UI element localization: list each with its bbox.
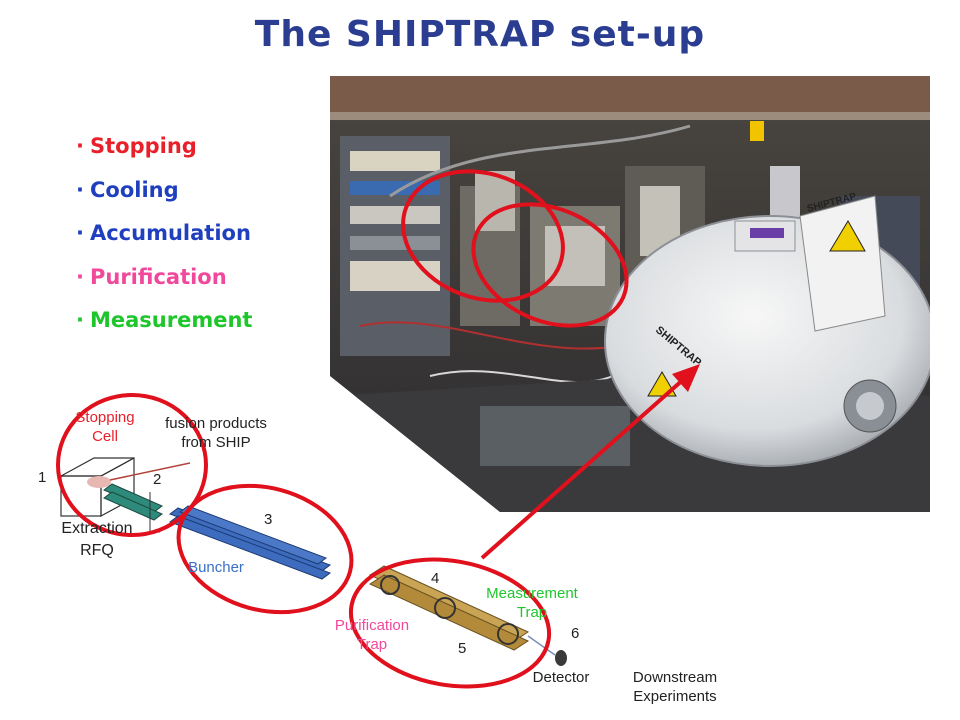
highlight-ring-photo-right — [471, 202, 629, 328]
label-purification-trap: Purification Trap — [334, 617, 410, 653]
bullet-measurement: ·Measurement — [76, 308, 253, 332]
slide-title: The SHIPTRAP set-up — [254, 14, 706, 55]
bullet-cooling: ·Cooling — [76, 177, 179, 202]
highlight-ring-stopping-cell — [56, 393, 208, 537]
bullet-stopping: ·Stopping — [76, 134, 197, 158]
number-4: 4 — [431, 570, 440, 587]
buncher-drawing — [168, 505, 332, 580]
extraction-rfq-drawing — [103, 483, 163, 533]
bullet-purification: ·Purification — [76, 264, 227, 289]
bullet-label: Accumulation — [89, 221, 251, 245]
label-stopping-cell: Stopping Cell — [75, 409, 135, 445]
number-3: 3 — [264, 511, 273, 528]
bullet-label: Measurement — [89, 308, 253, 332]
bullet-label: Stopping — [89, 134, 197, 158]
detector-icon — [555, 650, 567, 666]
bullet-label: Cooling — [89, 177, 179, 202]
label-extraction-rfq: Extraction RFQ — [61, 520, 133, 559]
label-buncher: Buncher — [188, 559, 244, 576]
fusion-beam-line — [109, 462, 191, 481]
highlight-ring-traps — [348, 557, 552, 689]
arrow-head — [672, 364, 700, 392]
label-downstream-experiments: Downstream Experiments — [632, 669, 718, 705]
penning-traps-drawing — [368, 565, 567, 666]
number-6: 6 — [571, 625, 580, 642]
warning-sign — [799, 195, 886, 332]
label-measurement-trap: Measurement Trap — [486, 585, 578, 621]
photo-ceiling — [330, 76, 930, 116]
bullet-accumulation: ·Accumulation — [76, 221, 251, 245]
highlight-ring-photo-left — [401, 169, 565, 303]
arrow-to-magnet — [480, 376, 687, 560]
highlight-ring-buncher — [176, 483, 354, 615]
number-5: 5 — [458, 640, 467, 657]
bullet-list: ·Stopping ·Cooling ·Accumulation ·Purifi… — [76, 130, 252, 348]
number-1: 1 — [38, 469, 47, 486]
bullet-label: Purification — [89, 264, 227, 289]
setup-photo: SHIPTRAP SHIPTRAP — [330, 76, 930, 512]
label-detector: Detector — [532, 669, 590, 686]
number-2: 2 — [153, 471, 162, 488]
label-fusion-products: fusion products from SHIP — [165, 415, 267, 451]
